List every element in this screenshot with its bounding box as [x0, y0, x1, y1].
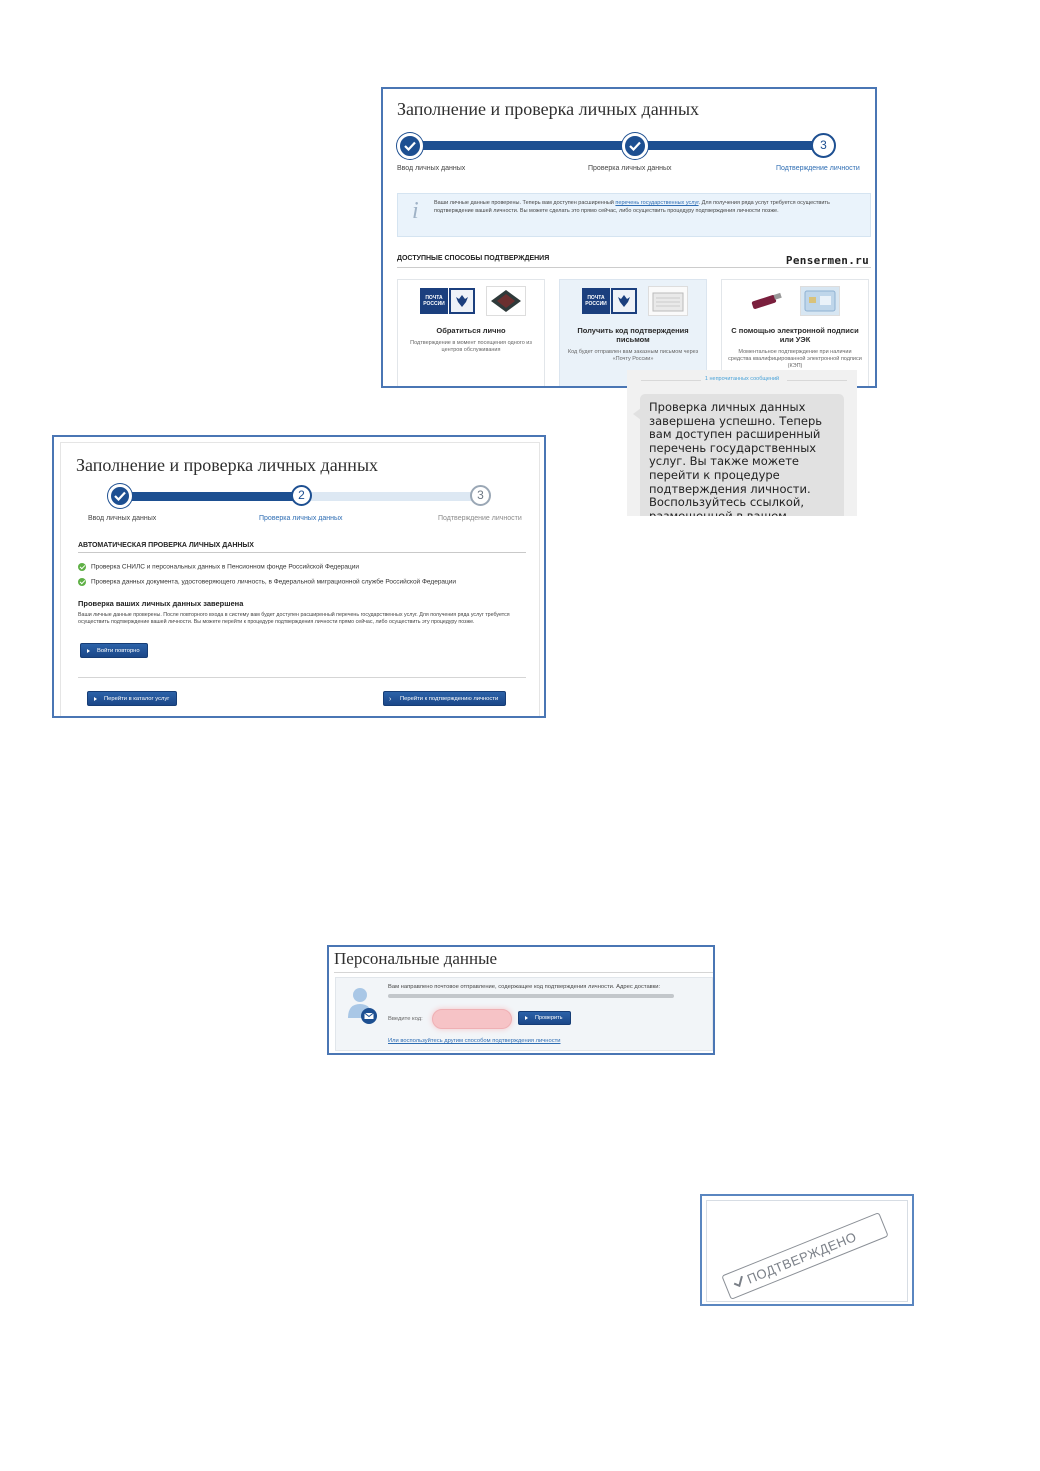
card-description: Моментальное подтверждение при наличии с… [728, 349, 862, 369]
passport-icon [486, 286, 526, 316]
code-input[interactable] [432, 1009, 512, 1029]
success-check-icon [78, 578, 86, 586]
step-1-done [108, 484, 132, 508]
check-code-button[interactable]: Проверить [518, 1011, 571, 1025]
progress-track-done [118, 492, 302, 501]
play-arrow-icon [525, 1016, 528, 1020]
progress-track [407, 141, 821, 150]
step-label-2: Проверка личных данных [259, 515, 343, 522]
card-title: Получить код подтверждения письмом [577, 326, 689, 344]
relogin-button[interactable]: Войти повторно [80, 643, 148, 658]
step-1-done [397, 133, 423, 159]
step-label-1: Ввод личных данных [88, 515, 157, 522]
method-card-e-signature[interactable]: С помощью электронной подписи или УЭК Мо… [721, 279, 869, 386]
user-mail-icon [348, 988, 377, 1024]
confirm-identity-button[interactable]: ›Перейти к подтверждению личности [383, 691, 507, 706]
coat-of-arms-icon [449, 288, 475, 314]
page-title: Персональные данные [334, 949, 498, 968]
checkmark-icon [114, 491, 126, 501]
other-method-link[interactable]: Или воспользуйтесь другим способом подтв… [388, 1038, 561, 1044]
envelope-icon [648, 286, 688, 316]
success-check-icon [78, 563, 86, 571]
info-panel: i Ваши личные данные проверены. Теперь в… [397, 193, 871, 237]
card-title: Обратиться лично [436, 326, 506, 335]
sms-notification: 1 непрочитанных сообщений Проверка личны… [627, 370, 857, 516]
step-2-done [622, 133, 648, 159]
code-label: Введите код: [388, 1016, 423, 1022]
catalog-button[interactable]: Перейти в каталог услуг [87, 691, 178, 706]
coat-of-arms-icon [611, 288, 637, 314]
step-label-1: Ввод личных данных [397, 165, 466, 172]
divider [78, 677, 526, 678]
step-label-3: Подтверждение личности [776, 165, 860, 172]
step-label-3: Подтверждение личности [438, 515, 522, 522]
screenshot-personal-data-code: Персональные данные Вам направлено почто… [327, 945, 715, 1055]
checkmark-icon [733, 1275, 743, 1288]
bubble-tail [633, 408, 641, 420]
result-title: Проверка ваших личных данных завершена [78, 599, 244, 608]
russian-post-logo: ПОЧТА РОССИИ [582, 288, 610, 314]
info-text: Ваши личные данные проверены. Теперь вам… [434, 200, 830, 214]
card-title: С помощью электронной подписи или УЭК [731, 326, 859, 344]
progress-track-pending [302, 492, 478, 501]
result-text: Ваши личные данные проверены. После повт… [78, 612, 510, 625]
usb-token-icon [746, 286, 786, 316]
smart-card-icon [800, 286, 840, 316]
screenshot-automatic-check: Заполнение и проверка личных данных 2 3 … [52, 435, 546, 718]
checkmark-icon [629, 141, 641, 151]
chevron-right-icon: › [389, 696, 392, 703]
card-description: Код будет отправлен вам заказным письмом… [567, 349, 699, 362]
sent-text: Вам направлено почтовое отправление, сод… [388, 984, 661, 990]
russian-post-logo: ПОЧТА РОССИИ [420, 288, 448, 314]
checkmark-icon [404, 141, 416, 151]
divider [397, 267, 871, 268]
card-description: Подтверждение в момент посещения одного … [410, 340, 532, 353]
method-card-in-person[interactable]: ПОЧТА РОССИИ Обратиться лично Подтвержде… [397, 279, 545, 386]
divider [78, 552, 526, 553]
message-bubble [640, 394, 844, 516]
methods-heading: ДОСТУПНЫЕ СПОСОБЫ ПОДТВЕРЖДЕНИЯ [397, 255, 550, 262]
check-row-fms: Проверка данных документа, удостоверяюще… [78, 578, 456, 586]
screenshot-confirmed-stamp: ПОДТВЕРЖДЕНО [700, 1194, 914, 1306]
divider [334, 972, 713, 973]
method-card-by-mail[interactable]: ПОЧТА РОССИИ Получить код подтверждения … [559, 279, 707, 386]
confirmed-stamp: ПОДТВЕРЖДЕНО [721, 1212, 889, 1300]
code-panel: Вам направлено почтовое отправление, сод… [335, 977, 713, 1051]
play-arrow-icon [87, 649, 90, 653]
services-list-link[interactable]: перечень государственных услуг [615, 200, 699, 206]
step-2-current: 2 [291, 485, 312, 506]
page-title: Заполнение и проверка личных данных [76, 455, 379, 475]
play-arrow-icon [94, 697, 97, 701]
page-title: Заполнение и проверка личных данных [397, 99, 700, 119]
step-3-pending: 3 [470, 485, 491, 506]
screenshot-identity-confirmation-methods: Заполнение и проверка личных данных 3 Вв… [381, 87, 877, 388]
message-text: Проверка личных данных завершена успешно… [649, 400, 823, 516]
step-label-2: Проверка личных данных [588, 165, 672, 172]
check-row-snils: Проверка СНИЛС и персональных данных в П… [78, 563, 359, 571]
info-icon: i [412, 198, 419, 224]
step-3-current: 3 [811, 133, 836, 158]
section-heading: АВТОМАТИЧЕСКАЯ ПРОВЕРКА ЛИЧНЫХ ДАННЫХ [78, 542, 254, 549]
watermark-text: Pensermen.ru [785, 254, 869, 267]
unread-count: 1 непрочитанных сообщений [704, 376, 780, 382]
address-redacted [388, 994, 674, 998]
